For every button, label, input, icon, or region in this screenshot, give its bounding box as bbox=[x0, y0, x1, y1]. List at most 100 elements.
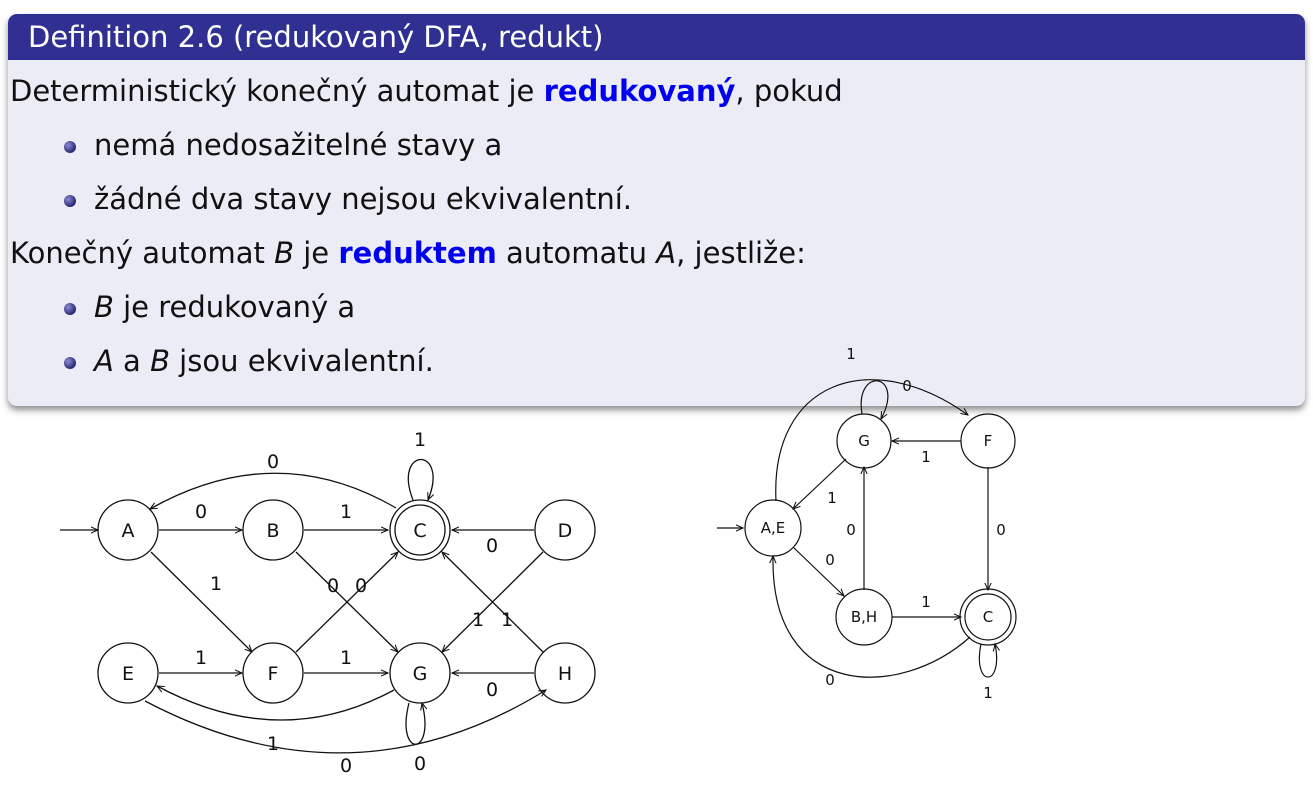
bullet-icon bbox=[64, 303, 76, 315]
edge-label-c-ae: 0 bbox=[825, 671, 835, 689]
state-c-right-accepting-ring bbox=[964, 593, 1012, 641]
state-label-c-right: C bbox=[983, 608, 993, 626]
line2-after-kw: automatu bbox=[496, 236, 657, 270]
bullet-mid: a bbox=[113, 344, 151, 378]
edge-label-g-ae: 1 bbox=[827, 489, 837, 507]
bullet-text-1: nemá nedosažitelné stavy a bbox=[94, 128, 503, 162]
state-label-f-right: F bbox=[984, 432, 993, 450]
state-e bbox=[97, 642, 159, 704]
edge-g-ae bbox=[793, 458, 847, 509]
bullet-item-4: A a B jsou ekvivalentní. bbox=[64, 344, 434, 378]
state-label-f: F bbox=[268, 663, 279, 685]
edge-label-c-c: 1 bbox=[414, 429, 426, 451]
edge-label-f-g: 1 bbox=[340, 647, 352, 669]
edge-label-bh-g: 0 bbox=[846, 521, 856, 539]
var-b: B bbox=[150, 344, 170, 378]
edge-label-ae-f: 1 bbox=[846, 345, 856, 363]
var-b: B bbox=[94, 290, 114, 324]
state-label-bh: B,H bbox=[851, 608, 877, 626]
state-h bbox=[534, 642, 596, 704]
edge-label-ae-bh: 0 bbox=[825, 551, 835, 569]
edge-g-g bbox=[405, 703, 425, 745]
state-label-h: H bbox=[558, 663, 572, 685]
line2-end: , jestliže: bbox=[676, 236, 806, 270]
automaton-right bbox=[717, 379, 1017, 678]
state-label-e: E bbox=[122, 663, 134, 685]
state-c bbox=[389, 499, 451, 561]
edge-c-c-right bbox=[978, 644, 996, 678]
definition-title: Definition 2.6 (redukovaný DFA, redukt) bbox=[8, 14, 1305, 60]
state-label-a: A bbox=[122, 520, 135, 542]
automaton-right-labels: A,E G F B,H C 1 0 1 0 1 0 0 1 0 1 bbox=[761, 345, 1006, 702]
bullet-item-2: žádné dva stavy nejsou ekvivalentní. bbox=[64, 182, 633, 216]
edge-f-c bbox=[295, 552, 398, 653]
keyword-reduktem: reduktem bbox=[338, 236, 497, 270]
edge-label-h-g: 0 bbox=[486, 679, 498, 701]
edge-e-h bbox=[144, 690, 546, 754]
edge-ae-f bbox=[775, 379, 968, 502]
bullet-text-3: je redukovaný a bbox=[113, 290, 356, 324]
edge-label-d-c: 0 bbox=[486, 535, 498, 557]
line2-before: Konečný automat bbox=[10, 236, 275, 270]
var-b: B bbox=[274, 236, 295, 270]
definition-line-1: Deterministický konečný automat je reduk… bbox=[10, 74, 843, 108]
edge-g-g-right bbox=[860, 380, 889, 419]
definition-line-2: Konečný automat B je reduktem automatu A… bbox=[10, 236, 806, 270]
var-a: A bbox=[94, 344, 114, 378]
state-g bbox=[389, 642, 451, 704]
edge-label-f-c: 0 bbox=[355, 575, 367, 597]
state-label-d: D bbox=[558, 520, 573, 542]
state-label-g-right: G bbox=[858, 432, 870, 450]
bullet-item-1: nemá nedosažitelné stavy a bbox=[64, 128, 503, 162]
state-label-c: C bbox=[413, 520, 426, 542]
bullet-text-2: žádné dva stavy nejsou ekvivalentní. bbox=[94, 182, 633, 216]
edge-h-c bbox=[442, 552, 544, 653]
edge-label-bh-c: 1 bbox=[921, 593, 931, 611]
state-f-right bbox=[960, 413, 1016, 469]
edge-label-a-b: 0 bbox=[195, 501, 207, 523]
edge-a-f bbox=[150, 551, 252, 652]
edge-label-b-g: 0 bbox=[327, 575, 339, 597]
line1-after: , pokud bbox=[735, 74, 843, 108]
state-c-right bbox=[959, 588, 1017, 646]
edge-label-d-g: 1 bbox=[472, 609, 484, 631]
edge-label-c-c-right: 1 bbox=[983, 684, 993, 702]
edge-label-g-g: 0 bbox=[414, 753, 426, 775]
edge-label-g-e: 1 bbox=[267, 733, 279, 755]
edge-ae-bh bbox=[792, 546, 844, 596]
state-c-accepting-ring bbox=[394, 504, 446, 556]
state-a bbox=[97, 499, 159, 561]
edge-label-c-a: 0 bbox=[267, 451, 279, 473]
edge-label-g-g-right: 0 bbox=[902, 377, 912, 395]
automaton-left-labels: A B C D E F G H 0 1 1 0 0 1 0 1 1 0 1 0 … bbox=[122, 429, 573, 777]
state-b bbox=[242, 499, 304, 561]
line1-before: Deterministický konečný automat je bbox=[10, 74, 544, 108]
edge-c-c bbox=[407, 458, 433, 501]
state-ae bbox=[744, 499, 802, 557]
bullet-item-3: B je redukovaný a bbox=[64, 290, 356, 324]
state-label-b: B bbox=[266, 520, 279, 542]
edge-label-a-f: 1 bbox=[210, 573, 222, 595]
var-a: A bbox=[656, 236, 677, 270]
edge-c-a bbox=[150, 472, 397, 509]
bullet-icon bbox=[64, 195, 76, 207]
automaton-left bbox=[60, 458, 596, 754]
edge-label-e-f: 1 bbox=[195, 647, 207, 669]
state-f bbox=[242, 642, 304, 704]
edge-c-ae bbox=[773, 556, 971, 678]
line2-middle: je bbox=[294, 236, 339, 270]
definition-block: Definition 2.6 (redukovaný DFA, redukt) … bbox=[8, 14, 1305, 406]
state-d bbox=[534, 499, 596, 561]
bullet-text-4: jsou ekvivalentní. bbox=[169, 344, 434, 378]
state-bh bbox=[835, 588, 893, 646]
edge-label-h-c: 1 bbox=[501, 609, 513, 631]
keyword-redukovany: redukovaný bbox=[543, 74, 736, 108]
state-g-right bbox=[836, 413, 892, 469]
state-label-ae: A,E bbox=[761, 519, 786, 537]
edge-g-e bbox=[157, 686, 395, 721]
edge-label-f-g: 1 bbox=[921, 448, 931, 466]
edge-label-b-c: 1 bbox=[340, 501, 352, 523]
edge-label-f-c: 0 bbox=[996, 521, 1006, 539]
bullet-icon bbox=[64, 357, 76, 369]
